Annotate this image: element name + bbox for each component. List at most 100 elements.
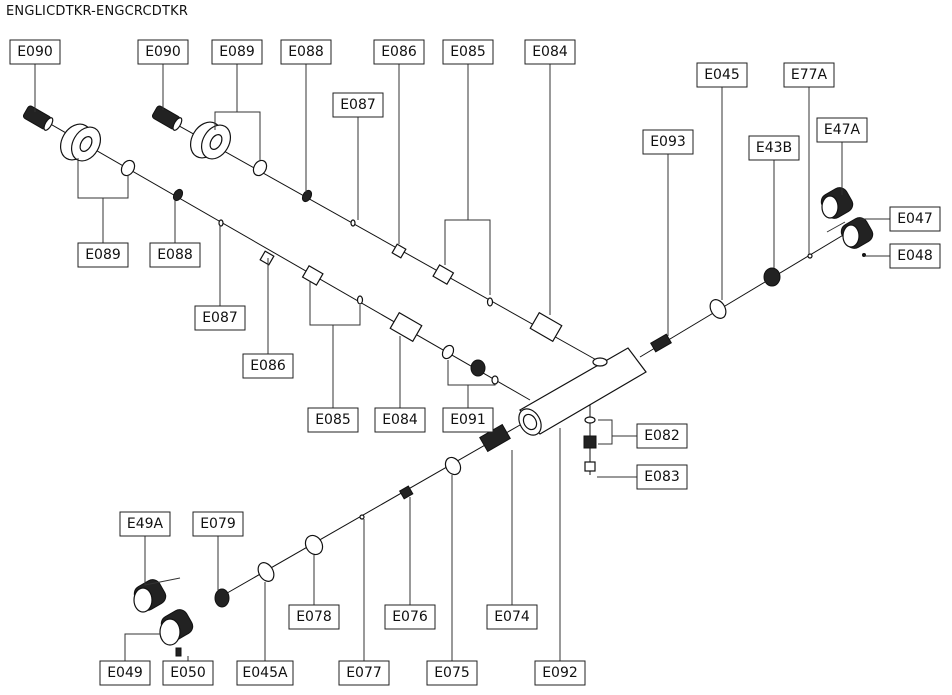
part-e092-body (518, 347, 647, 436)
svg-text:E088: E088 (157, 247, 193, 263)
callout-e085-top: E085 (442, 39, 494, 65)
callout-e076: E076 (384, 604, 436, 630)
callout-e050: E050 (162, 660, 214, 686)
parts (22, 105, 874, 657)
part-e077 (359, 514, 365, 520)
callout-e087-low: E087 (194, 305, 246, 331)
part-e085-low (301, 264, 324, 286)
part-e085-ring-top (486, 297, 494, 307)
callout-e088-low: E088 (149, 242, 201, 268)
svg-text:E086: E086 (381, 44, 417, 60)
part-e086-low (259, 250, 275, 266)
svg-text:E076: E076 (392, 609, 428, 625)
part-e091-ring (441, 344, 455, 360)
callout-e045a: E045A (236, 660, 294, 686)
callout-e075: E075 (426, 660, 478, 686)
svg-text:E077: E077 (346, 665, 382, 681)
svg-text:E090: E090 (17, 44, 53, 60)
callout-e045: E045 (696, 62, 748, 88)
part-e086-top (391, 243, 407, 259)
drawing-title: ENGLICDTKR-ENGCRCDTKR (6, 4, 189, 19)
callout-e078: E078 (288, 604, 340, 630)
svg-text:E082: E082 (644, 428, 680, 444)
part-e079 (214, 588, 230, 608)
svg-text:E089: E089 (219, 44, 255, 60)
callout-e047: E047 (889, 206, 941, 232)
part-e083 (584, 461, 596, 472)
part-e093 (650, 333, 672, 353)
callout-e086-low: E086 (242, 353, 294, 379)
svg-text:E093: E093 (650, 134, 686, 150)
callout-e49a: E49A (119, 511, 171, 537)
part-e77a (807, 253, 813, 259)
callout-e091: E091 (442, 407, 494, 433)
callout-e092: E092 (534, 660, 586, 686)
callout-e082: E082 (636, 423, 688, 449)
part-e089-ring-a (120, 159, 136, 177)
svg-text:E087: E087 (202, 310, 238, 326)
part-e091-washer (491, 375, 499, 385)
part-e091-nut (470, 359, 486, 377)
svg-text:E088: E088 (288, 44, 324, 60)
callout-e088-top: E088 (280, 39, 332, 65)
callout-e43b: E43B (748, 135, 800, 161)
svg-text:E086: E086 (250, 358, 286, 374)
svg-text:E43B: E43B (756, 140, 792, 156)
callout-e084-low: E084 (374, 407, 426, 433)
part-e090-b (151, 105, 183, 131)
part-e43b (763, 267, 781, 287)
svg-text:E050: E050 (170, 665, 206, 681)
part-e47a (820, 187, 854, 219)
callout-e085-low: E085 (307, 407, 359, 433)
svg-text:E085: E085 (450, 44, 486, 60)
part-e076 (398, 485, 414, 500)
svg-text:E078: E078 (296, 609, 332, 625)
callout-e074: E074 (486, 604, 538, 630)
part-e49a (133, 579, 167, 613)
svg-text:E045A: E045A (242, 665, 288, 681)
svg-text:E47A: E47A (824, 122, 861, 138)
part-e045-ring (709, 299, 727, 319)
part-e049 (159, 609, 194, 646)
svg-text:E049: E049 (107, 665, 143, 681)
svg-text:E092: E092 (542, 665, 578, 681)
part-e090-a (22, 105, 54, 131)
part-e082-ring (584, 416, 596, 424)
part-e050 (175, 647, 182, 657)
svg-text:E084: E084 (382, 412, 418, 428)
callout-e089-top: E089 (211, 39, 263, 65)
part-e087-top (350, 219, 356, 227)
callout-e049: E049 (99, 660, 151, 686)
callout-e083: E083 (636, 464, 688, 490)
svg-text:E090: E090 (145, 44, 181, 60)
svg-text:E091: E091 (450, 412, 486, 428)
callout-e090-a: E090 (9, 39, 61, 65)
callout-e086-top: E086 (373, 39, 425, 65)
callout-e077: E077 (338, 660, 390, 686)
part-e087-low (218, 219, 224, 227)
svg-text:E079: E079 (200, 516, 236, 532)
callout-e087-top: E087 (332, 92, 384, 118)
part-e089-seal-b (189, 121, 232, 160)
svg-text:E083: E083 (644, 469, 680, 485)
callout-e47a: E47A (816, 117, 868, 143)
svg-text:E084: E084 (532, 44, 568, 60)
part-e084-top (529, 311, 563, 343)
part-e082 (583, 435, 597, 449)
svg-text:E075: E075 (434, 665, 470, 681)
callout-e089-low: E089 (77, 242, 129, 268)
svg-text:E087: E087 (340, 97, 376, 113)
part-e075 (444, 456, 462, 476)
leader-lines (34, 64, 890, 661)
svg-text:E49A: E49A (127, 516, 164, 532)
callout-e079: E079 (192, 511, 244, 537)
part-e085-top (432, 264, 455, 286)
part-e047 (840, 217, 874, 249)
callout-e084-top: E084 (524, 39, 576, 65)
part-e084-low (389, 311, 423, 343)
part-e045a (257, 562, 275, 582)
svg-text:E074: E074 (494, 609, 530, 625)
svg-text:E047: E047 (897, 211, 933, 227)
part-e089-ring-b (252, 159, 268, 177)
callout-e77a: E77A (783, 62, 835, 88)
